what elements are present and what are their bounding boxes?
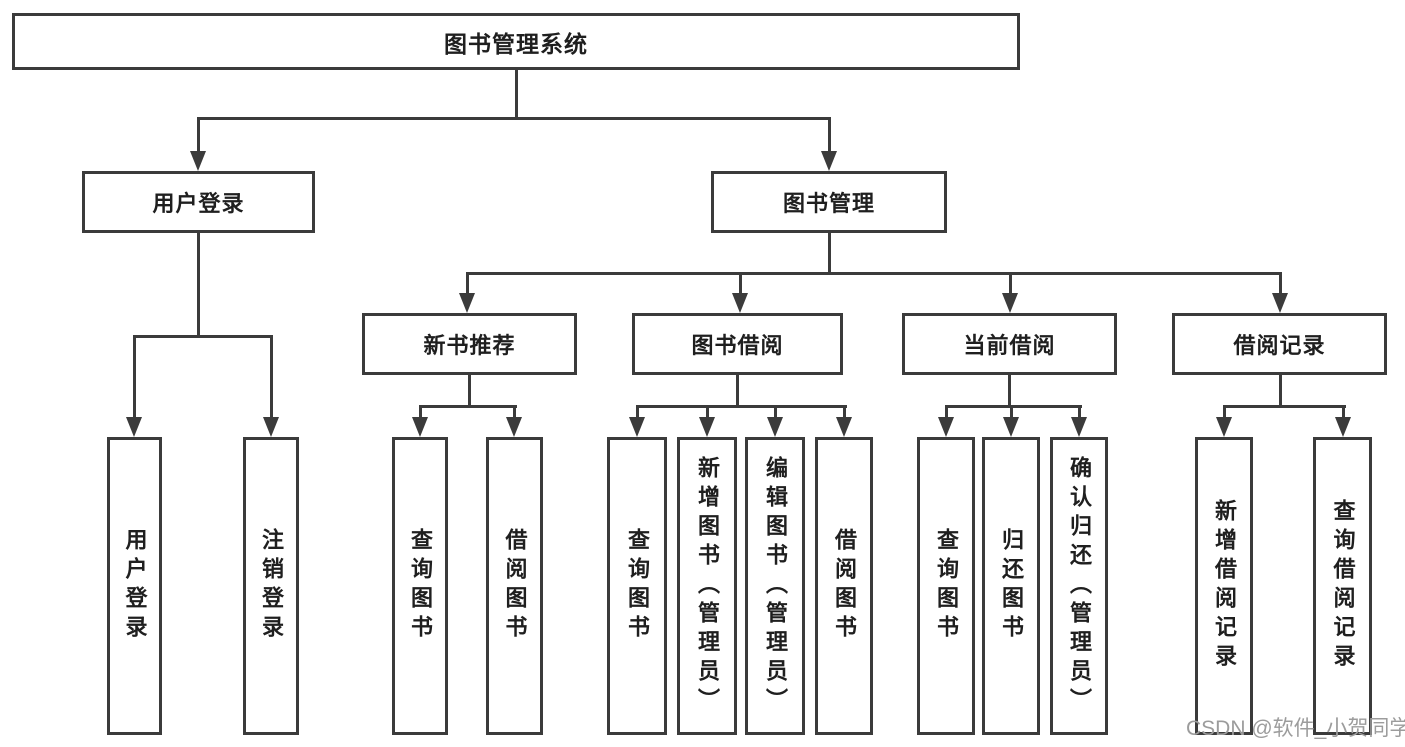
connector-borrowing-rail (636, 405, 847, 408)
connector-leaf-drop (945, 405, 948, 421)
connector-level3-rail (466, 272, 1282, 275)
connector-leaf-drop (843, 405, 846, 421)
node-new-book-recommendation: 新书推荐 (362, 313, 577, 375)
connector-user-login-stem (197, 233, 200, 338)
node-query-books-borrowing: 查询图书 (607, 437, 667, 735)
connector-current-rail (945, 405, 1082, 408)
connector-leaf-drop (513, 405, 516, 421)
arrowhead-icon (938, 417, 954, 437)
node-add-books-admin: 新增图书（管理员） (677, 437, 737, 735)
connector-recommend-rail (419, 405, 517, 408)
connector-level2-rail (197, 117, 831, 120)
arrowhead-icon (699, 417, 715, 437)
connector-book-management-drop (828, 117, 831, 153)
arrowhead-icon (1071, 417, 1087, 437)
arrowhead-icon (1002, 293, 1018, 313)
node-query-borrow-record: 查询借阅记录 (1313, 437, 1372, 735)
node-add-borrow-record: 新增借阅记录 (1195, 437, 1253, 735)
arrowhead-icon (1003, 417, 1019, 437)
arrowhead-icon (190, 151, 206, 171)
connector-current-stem (1008, 375, 1011, 408)
node-book-management: 图书管理 (711, 171, 947, 233)
arrowhead-icon (1216, 417, 1232, 437)
connector-recommend-stem (468, 375, 471, 408)
connector-leaf-drop (1342, 405, 1345, 421)
node-borrow-books-recommend: 借阅图书 (486, 437, 543, 735)
connector-leaf-drop (133, 335, 136, 419)
arrowhead-icon (821, 151, 837, 171)
connector-root-stem (515, 68, 518, 120)
connector-leaf-drop (1010, 405, 1013, 421)
connector-leaf-drop (774, 405, 777, 421)
arrowhead-icon (1272, 293, 1288, 313)
connector-user-login-drop (197, 117, 200, 153)
connector-leaf-drop (419, 405, 422, 421)
node-library-management-system: 图书管理系统 (12, 13, 1020, 70)
arrowhead-icon (732, 293, 748, 313)
node-edit-books-admin: 编辑图书（管理员） (745, 437, 805, 735)
connector-leaf-drop (270, 335, 273, 419)
node-borrow-books-leaf: 借阅图书 (815, 437, 873, 735)
connector-leaf-drop (636, 405, 639, 421)
watermark: CSDN @软件_小贺同学 (1186, 717, 1405, 740)
arrowhead-icon (412, 417, 428, 437)
node-return-books: 归还图书 (982, 437, 1040, 735)
connector-level3-drop (1009, 272, 1012, 295)
arrowhead-icon (263, 417, 279, 437)
node-user-login: 用户登录 (82, 171, 315, 233)
connector-user-login-rail (133, 335, 273, 338)
arrowhead-icon (506, 417, 522, 437)
connector-borrowing-stem (736, 375, 739, 408)
arrowhead-icon (836, 417, 852, 437)
connector-records-stem (1279, 375, 1282, 408)
connector-leaf-drop (706, 405, 709, 421)
connector-level3-drop (466, 272, 469, 295)
connector-records-rail (1223, 405, 1346, 408)
arrowhead-icon (629, 417, 645, 437)
connector-leaf-drop (1078, 405, 1081, 421)
node-query-books-current: 查询图书 (917, 437, 975, 735)
arrowhead-icon (126, 417, 142, 437)
connector-book-management-stem (828, 233, 831, 275)
node-borrowing-records: 借阅记录 (1172, 313, 1387, 375)
arrowhead-icon (1335, 417, 1351, 437)
arrowhead-icon (767, 417, 783, 437)
node-query-books-recommend: 查询图书 (392, 437, 448, 735)
node-logout: 注销登录 (243, 437, 299, 735)
connector-level3-drop (739, 272, 742, 295)
connector-leaf-drop (1223, 405, 1226, 421)
connector-level3-drop (1279, 272, 1282, 295)
node-book-borrowing: 图书借阅 (632, 313, 843, 375)
arrowhead-icon (459, 293, 475, 313)
node-current-borrowing: 当前借阅 (902, 313, 1117, 375)
node-user-login-leaf: 用户登录 (107, 437, 162, 735)
node-confirm-return-admin: 确认归还（管理员） (1050, 437, 1108, 735)
